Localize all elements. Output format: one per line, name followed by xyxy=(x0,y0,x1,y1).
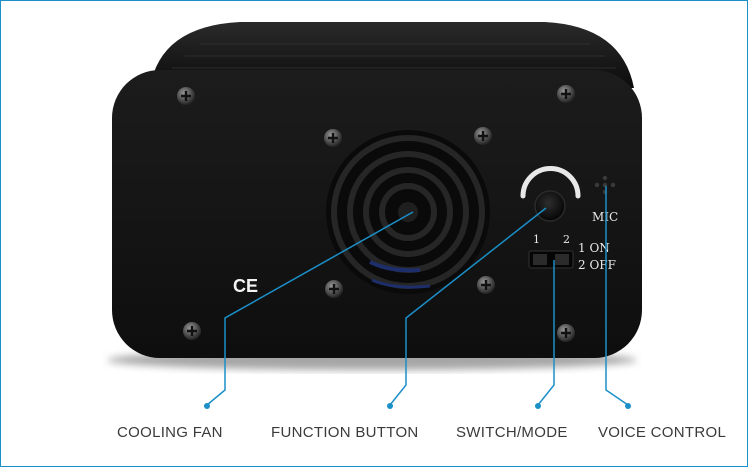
callout-label-voice-control: VOICE CONTROL xyxy=(598,424,727,441)
mic-label: MIC xyxy=(592,210,618,224)
callout-line-cooling-fan xyxy=(206,211,414,406)
callout-line-voice-control xyxy=(605,186,629,406)
switch-number-2: 2 xyxy=(563,233,570,246)
callout-dots xyxy=(204,403,631,409)
corner-screws xyxy=(177,85,575,342)
callout-label-function-button: FUNCTION BUTTON xyxy=(271,424,419,441)
callout-line-function-button xyxy=(389,207,547,406)
switch-legend-on: 1 ON xyxy=(578,241,610,255)
callout-lines xyxy=(206,186,629,406)
callout-label-switch-mode: SWITCH/MODE xyxy=(456,424,568,441)
dip-switch xyxy=(528,250,574,269)
callout-label-cooling-fan: COOLING FAN xyxy=(117,424,223,441)
switch-legend-off: 2 OFF xyxy=(578,258,616,272)
ce-mark: CE xyxy=(233,276,258,296)
callout-line-switch-mode xyxy=(537,260,555,406)
heatsink-ridges xyxy=(172,43,616,69)
cooling-fan-grille xyxy=(324,127,495,298)
function-button xyxy=(520,166,581,222)
switch-number-1: 1 xyxy=(533,233,540,246)
